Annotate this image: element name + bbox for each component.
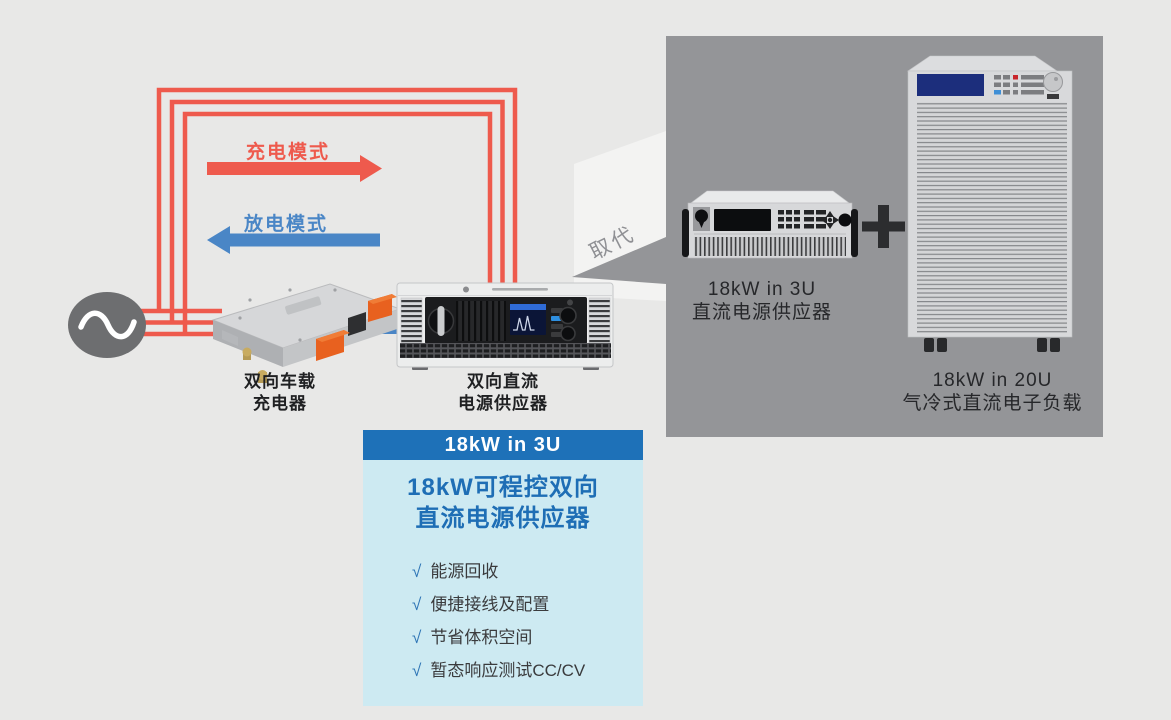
bidirectional-psu-label: 双向直流 电源供应器 [410,371,596,415]
dc-psu-3u-label-line1: 18kW in 3U [707,279,817,300]
dc-psu-3u-image [682,190,858,259]
onboard-charger-label-line2: 充电器 [253,394,307,413]
dc-load-20u-label: 18kW in 20U 气冷式直流电子负载 [880,369,1105,415]
dc-psu-3u-label: 18kW in 3U 直流电源供应器 [662,278,862,324]
ac-source-icon [68,292,146,358]
onboard-charger-label-line1: 双向车载 [244,372,316,391]
feature-item-label: 便捷接线及配置 [430,595,550,614]
bidirectional-psu-image [396,282,614,370]
feature-list: √ 能源回收 √ 便捷接线及配置 √ 节省体积空间 √ 暂态响应测试CC/CV [412,555,643,687]
onboard-charger-label: 双向车载 充电器 [187,371,373,415]
replace-callout-tail [572,131,666,301]
product-banner: 18kW in 3U [363,430,643,460]
bidirectional-psu-label-line1: 双向直流 [467,372,539,391]
feature-item: √ 节省体积空间 [412,621,643,654]
check-icon: √ [412,661,422,680]
charge-mode-arrow-icon [207,155,382,182]
feature-item-label: 能源回收 [430,562,499,581]
ac-cables [140,87,518,337]
dc-psu-3u-label-line2: 直流电源供应器 [691,302,832,323]
charge-mode-label: 充电模式 [245,142,330,163]
feature-item-label: 节省体积空间 [430,628,533,647]
feature-item-label: 暂态响应测试CC/CV [430,661,586,680]
discharge-mode-label: 放电模式 [243,214,328,235]
feature-title-line1: 18kW可程控双向 [407,474,599,501]
bidirectional-psu-label-line2: 电源供应器 [458,394,548,413]
dc-load-20u-label-line2: 气冷式直流电子负载 [902,393,1083,414]
feature-title: 18kW可程控双向 直流电源供应器 [363,472,643,534]
discharge-mode-arrow-icon [207,226,380,254]
feature-item: √ 能源回收 [412,555,643,588]
dc-load-20u-label-line1: 18kW in 20U [932,370,1053,391]
dc-load-20u-image [907,55,1073,352]
check-icon: √ [412,595,422,614]
feature-box: 18kW可程控双向 直流电源供应器 √ 能源回收 √ 便捷接线及配置 √ 节省体积空间… [363,460,643,706]
feature-item: √ 暂态响应测试CC/CV [412,654,643,687]
onboard-charger-image [211,283,402,383]
feature-title-line2: 直流电源供应器 [415,505,591,532]
check-icon: √ [412,562,422,581]
feature-item: √ 便捷接线及配置 [412,588,643,621]
check-icon: √ [412,628,422,647]
plus-icon [862,205,905,248]
